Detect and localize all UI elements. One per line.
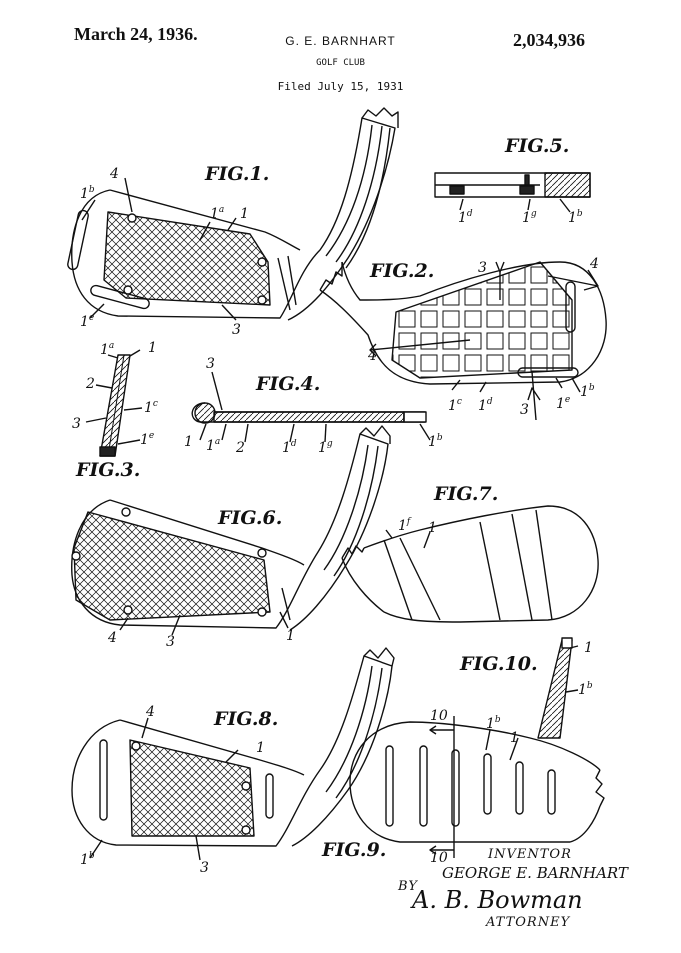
inventor-name-header: G. E. BARNHART — [285, 34, 396, 48]
ref-3-fig2-top: 3 — [478, 260, 487, 276]
inventor-full-name: GEORGE E. BARNHART — [442, 864, 629, 882]
ref-10-fig9-top: 10 — [430, 708, 448, 724]
figure-4-drawing — [191, 371, 431, 443]
ref-1-fig3: 1 — [148, 340, 157, 356]
ref-1g-fig4: 1g — [318, 439, 333, 456]
ref-3-fig6: 3 — [166, 634, 175, 650]
ref-1a-fig1: 1a — [210, 205, 224, 222]
fig-7-label: FIG.7. — [433, 483, 498, 505]
ref-1g-fig5: 1g — [522, 209, 537, 226]
ref-1b-fig10: 1b — [578, 681, 593, 698]
ref-10-fig9-bottom: 10 — [430, 850, 448, 866]
ref-1b-fig5: 1b — [568, 209, 583, 226]
fig-5-label: FIG.5. — [504, 135, 569, 157]
ref-2-fig3: 2 — [85, 376, 95, 392]
ref-1b-fig9: 1b — [486, 715, 501, 732]
ref-1-fig6: 1 — [286, 628, 295, 644]
fig-4-label: FIG.4. — [255, 373, 320, 395]
ref-1-fig4: 1 — [184, 434, 193, 450]
ref-1b-fig1: 1b — [80, 185, 95, 202]
ref-3-fig3: 3 — [72, 416, 81, 432]
figure-9-drawing — [349, 716, 605, 858]
fig-6-label: FIG.6. — [217, 507, 282, 529]
figure-2-drawing — [319, 261, 607, 421]
ref-1c-fig2: 1c — [448, 397, 462, 414]
ref-1-fig10: 1 — [584, 640, 593, 656]
ref-3-fig2-bottom: 3 — [520, 402, 529, 418]
by-label: BY — [397, 879, 418, 894]
figure-5-drawing — [434, 172, 591, 213]
ref-1d-fig2: 1d — [478, 397, 493, 414]
figure-3-drawing — [85, 349, 143, 457]
ref-1e-fig3: 1e — [140, 431, 154, 448]
ref-3-fig4: 3 — [206, 356, 215, 372]
ref-1b-fig2: 1b — [580, 383, 595, 400]
ref-1a-fig3: 1a — [100, 341, 114, 358]
fig-9-label: FIG.9. — [321, 839, 386, 861]
figure-10-drawing — [537, 637, 579, 739]
ref-4-fig6: 4 — [107, 630, 117, 646]
ref-1a-fig4: 1a — [206, 437, 220, 454]
figure-7-drawing — [341, 505, 599, 623]
ref-1-fig1: 1 — [240, 206, 249, 222]
ref-4-fig2-right: 4 — [589, 256, 599, 272]
ref-1d-fig5: 1d — [458, 209, 473, 226]
figure-6-drawing — [71, 425, 391, 636]
ref-1d-fig4: 1d — [282, 439, 297, 456]
filed-date: Filed July 15, 1931 — [277, 80, 404, 93]
ref-1b-fig4: 1b — [428, 433, 443, 450]
ref-1e-fig2: 1e — [556, 395, 570, 412]
ref-1e-fig1: 1e — [80, 313, 94, 330]
fig-3-label: FIG.3. — [75, 459, 140, 481]
ref-3-fig1: 3 — [232, 322, 241, 338]
attorney-label: ATTORNEY — [485, 915, 571, 930]
attorney-signature: A. B. Bowman — [410, 886, 583, 914]
ref-4-fig8: 4 — [145, 704, 155, 720]
patent-title: GOLF CLUB — [316, 58, 365, 68]
ref-1-fig7: 1 — [428, 520, 437, 536]
fig-1-label: FIG.1. — [204, 163, 269, 185]
ref-2-fig4: 2 — [235, 440, 245, 456]
fig-2-label: FIG.2. — [369, 260, 434, 282]
fig-10-label: FIG.10. — [459, 653, 538, 675]
fig-8-label: FIG.8. — [213, 708, 278, 730]
ref-4-fig2-left: 4 — [367, 348, 377, 364]
patent-number: 2,034,936 — [513, 30, 585, 50]
figure-1-drawing — [67, 107, 399, 321]
ref-1c-fig3: 1c — [144, 399, 158, 416]
patent-date: March 24, 1936. — [74, 24, 198, 44]
ref-1f-fig7: 1f — [398, 517, 412, 534]
figure-8-drawing — [71, 647, 395, 861]
ref-4-fig1: 4 — [109, 166, 119, 182]
inventor-label: INVENTOR — [487, 847, 572, 862]
ref-1-fig9: 1 — [510, 730, 519, 746]
ref-1b-fig8: 1b — [80, 851, 95, 868]
ref-3-fig8: 3 — [200, 860, 209, 876]
ref-1-fig8: 1 — [256, 740, 265, 756]
